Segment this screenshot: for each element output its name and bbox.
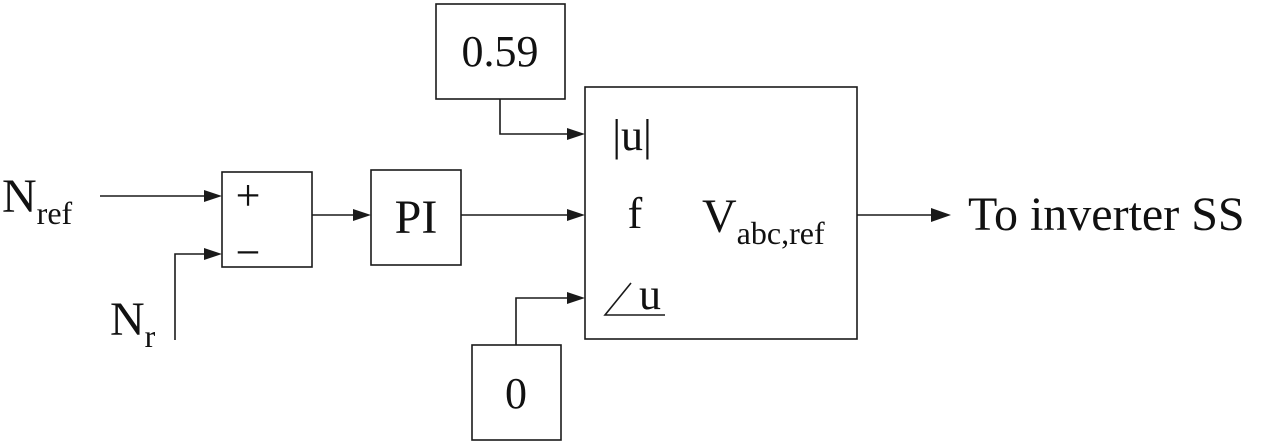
wire-angle-to-generator [515,297,571,345]
constant-angle-label: 0 [505,369,527,418]
arrowhead-sum-to-pi [353,209,371,221]
arrowhead-output [931,208,951,222]
output-subscript: abc,ref [737,215,825,251]
speed-reference-label: Nref [2,170,73,231]
measured-speed-main: N [110,293,145,346]
measured-speed-sub: r [145,318,156,354]
arrowhead-measured-speed [204,248,222,260]
port-angle-label: u [639,270,661,319]
sum-plus-sign: + [236,171,261,220]
voltage-generator-block [584,86,858,340]
constant-magnitude-block [435,3,566,100]
sum-minus-sign: − [236,228,261,277]
sum-block [221,171,313,268]
arrowhead-speed-reference [204,190,222,202]
angle-icon [603,282,665,316]
generator-output-symbol: Vabc,ref [702,190,825,251]
wire-measured-speed [174,253,208,340]
constant-angle-block [471,344,562,441]
output-main-text: V [702,190,737,243]
pi-controller-label: PI [395,191,438,244]
speed-reference-main: N [2,170,37,223]
port-frequency-label: f [628,189,643,238]
output-destination-label: To inverter SS [968,188,1245,241]
arrowhead-angle [567,292,585,304]
arrowhead-pi-to-generator [567,209,585,221]
arrowhead-magnitude [567,128,585,140]
pi-controller-block [370,169,462,266]
wire-magnitude-to-generator [499,99,571,135]
constant-magnitude-label: 0.59 [462,27,539,76]
speed-reference-sub: ref [37,195,73,231]
measured-speed-label: Nr [110,293,156,354]
port-magnitude-label: |u| [612,111,652,160]
